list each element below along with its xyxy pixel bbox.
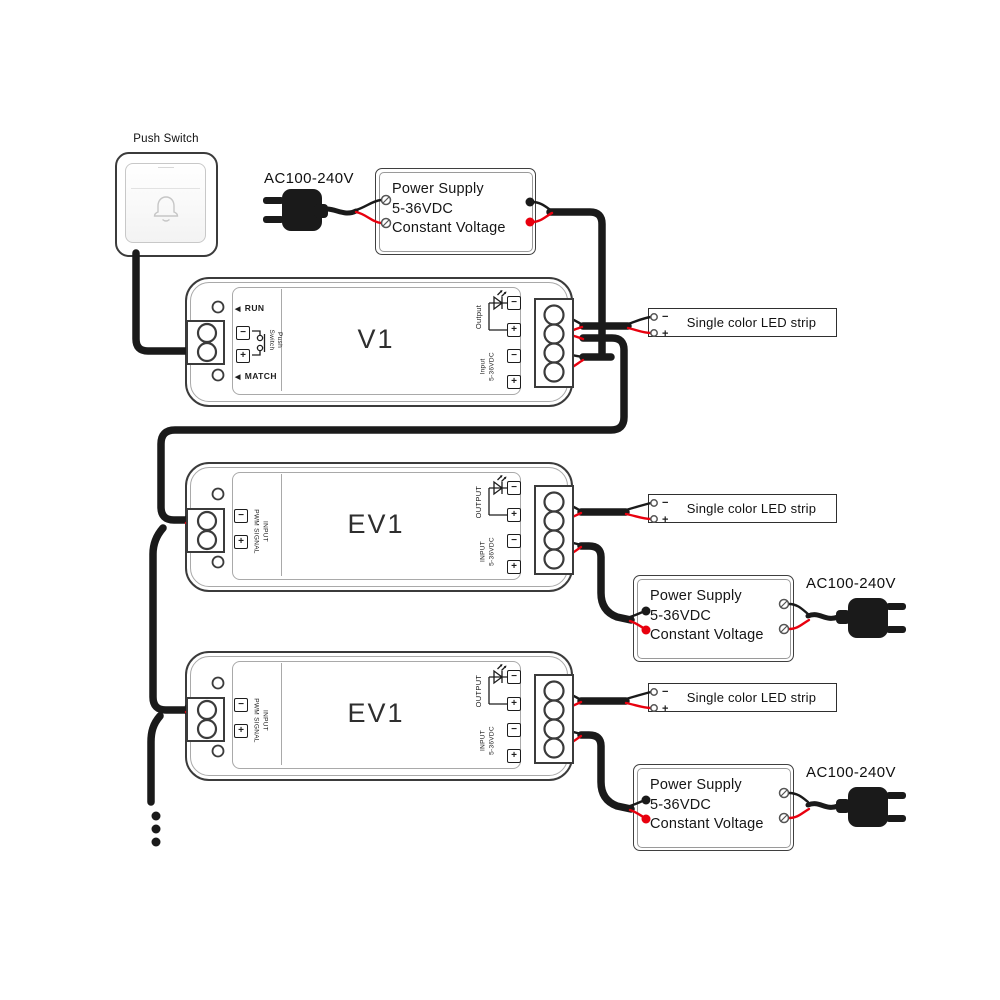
switch-seam-dash [157,167,174,168]
ac-voltage-label-2: AC100-240V [806,575,896,592]
ev1a-signal-plus-label: + [234,535,248,549]
match-indicator: ◀MATCH [235,371,277,381]
led-strip-1: Single color LED strip [648,308,837,337]
wire-ev1b-input-to-ps3 [577,731,635,813]
led-symbol [488,290,507,331]
ev1b-output-plus-label: + [507,697,521,711]
controller-name: V1 [357,324,395,354]
led-strip-label: Single color LED strip [686,501,817,516]
led-strip-2: Single color LED strip [648,494,837,523]
v1-output-minus-label: − [507,296,521,310]
ev1a-output-plus-label: + [507,508,521,522]
power-supply-3: Power Supply 5-36VDC Constant Voltage [633,764,794,851]
v1-switch-minus-label: − [236,326,250,340]
bell-icon [153,196,179,222]
ac-plug-3 [836,787,906,827]
wire-ev1a-signal-to-ev1b-signal [149,524,191,714]
controller-ev1-2: − + INPUT PWM SIGNAL EV1 OUTPUT − + − + … [185,651,573,781]
controller-ev1-1: − + INPUT PWM SIGNAL EV1 OUTPUT − + − + … [185,462,573,592]
wire-continues-down [147,712,164,806]
plug1-cord [315,206,359,216]
ac-plug-1 [263,189,328,231]
ev1a-output-minus-label: − [507,481,521,495]
ps1-line1: Power Supply [392,181,484,197]
ev1b-divider [281,663,282,765]
led-strip-3: Single color LED strip [648,683,837,712]
run-label: RUN [244,303,265,313]
v1-input-minus-label: − [507,349,521,363]
triangle-icon: ◀ [235,305,241,313]
triangle-icon: ◀ [235,373,241,381]
controller-name: EV1 [347,509,405,539]
ps1-line3: Constant Voltage [392,220,506,236]
push-switch [115,152,218,257]
plug3-cord [805,801,852,810]
run-indicator: ◀RUN [235,303,264,313]
ev1b-signal-plus-label: + [234,724,248,738]
v1-input-plus-label: + [507,375,521,389]
match-label: MATCH [244,371,277,381]
ev1b-input-plus-label: + [507,749,521,763]
ac-voltage-label-3: AC100-240V [806,764,896,781]
ps1-line2: 5-36VDC [392,200,454,217]
power-supply-1: Power Supply 5-36VDC Constant Voltage [375,168,536,255]
ev1a-input-minus-label: − [507,534,521,548]
v1-switch-plus-label: + [236,349,250,363]
ac-voltage-label-1: AC100-240V [264,170,354,187]
wire-pushswitch-to-v1 [132,249,192,355]
ev1b-signal-minus-label: − [234,698,248,712]
ev1a-input-plus-label: + [507,560,521,574]
ps3-line3: Constant Voltage [650,816,764,832]
controller-name: EV1 [347,698,405,728]
input-label: INPUT 5-36VDC [479,537,496,566]
pwm-signal-label: INPUT PWM SIGNAL [253,509,269,554]
input-label: Input 5-36VDC [479,352,496,381]
continuation-ellipsis [151,811,161,847]
ev1b-input-minus-label: − [507,723,521,737]
led-strip-label: Single color LED strip [686,315,817,330]
ev1b-output-minus-label: − [507,670,521,684]
ps2-line2: 5-36VDC [650,607,712,624]
ps3-line2: 5-36VDC [650,796,712,813]
push-switch-plate [125,163,206,243]
power-supply-2: Power Supply 5-36VDC Constant Voltage [633,575,794,662]
pwm-signal-label: INPUT PWM SIGNAL [253,698,269,743]
ps2-line1: Power Supply [650,588,742,604]
switch-seam-line [131,188,200,189]
wire-ev1a-input-to-ps2 [577,542,635,624]
push-switch-label: Push Switch [133,133,199,145]
plug2-cord [805,612,852,621]
input-label: INPUT 5-36VDC [479,726,496,755]
ps3-line1: Power Supply [650,777,742,793]
v1-output-plus-label: + [507,323,521,337]
ev1a-divider [281,474,282,576]
led-strip-label: Single color LED strip [686,690,817,705]
ac-plug-2 [836,598,906,638]
controller-v1: ◀RUN − + Push Switch ◀MATCH V1 Output − … [185,277,573,407]
ev1a-signal-minus-label: − [234,509,248,523]
led-symbol [488,664,507,705]
ps2-line3: Constant Voltage [650,627,764,643]
ev1b-panel [232,661,521,769]
